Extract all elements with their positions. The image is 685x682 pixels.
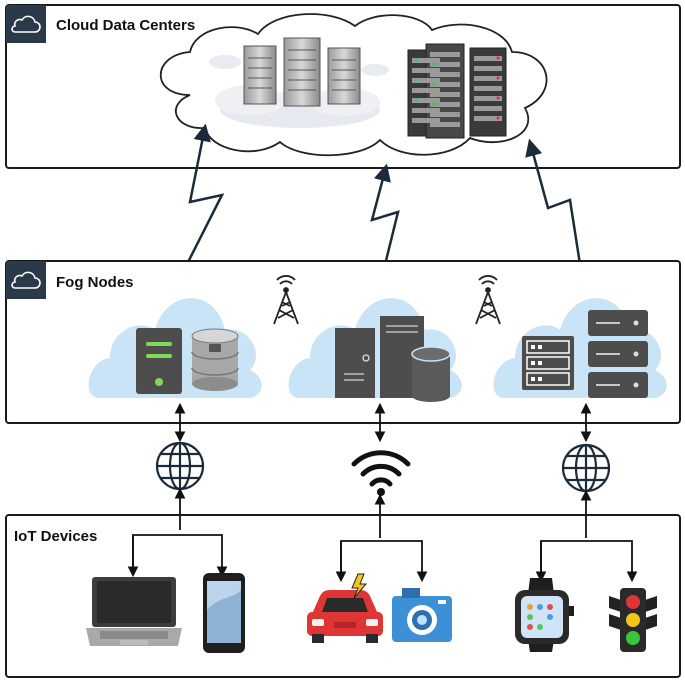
database-icon — [191, 328, 239, 391]
fog-node-rack-servers — [493, 298, 667, 399]
cloud-fog-link-middle — [370, 163, 400, 281]
cloud-tier-cloud-icon — [6, 5, 46, 43]
database-icon — [380, 316, 451, 402]
fog-node-server-database — [88, 298, 262, 399]
cloud-tier-panel: Cloud Data Centers — [5, 4, 681, 169]
smartphone-icon — [203, 573, 245, 653]
access-iot-links — [127, 487, 638, 583]
fog-tier-title: Fog Nodes — [56, 274, 134, 291]
server-stack-icon — [588, 310, 648, 398]
cloud-fog-links — [178, 123, 589, 282]
fog-tier-cloud-icon — [6, 261, 46, 299]
antenna-tower-icon — [475, 275, 501, 325]
cloud-rack-server-icon — [407, 43, 507, 139]
fog-node-pc-database — [288, 298, 462, 402]
antenna-tower-icon — [273, 275, 299, 325]
cloud-server-cluster-icon — [209, 37, 389, 128]
wifi-icon — [351, 450, 411, 496]
cloud-tier-title: Cloud Data Centers — [56, 17, 195, 34]
iot-tier-panel: IoT Devices — [5, 514, 681, 678]
globe-icon — [561, 443, 611, 493]
traffic-light-icon — [609, 588, 657, 652]
rack-server-icon — [522, 336, 574, 390]
globe-icon — [155, 441, 205, 491]
fog-access-links — [174, 402, 592, 443]
laptop-icon — [86, 577, 182, 646]
server-tower-icon — [136, 328, 182, 394]
cloud-fog-link-right — [525, 138, 589, 281]
desktop-tower-icon — [335, 328, 375, 398]
iot-tier-title: IoT Devices — [14, 528, 97, 545]
electric-car-icon — [307, 573, 383, 643]
fog-tier-panel: Fog Nodes — [5, 260, 681, 424]
smartwatch-icon — [515, 578, 574, 652]
camera-icon — [392, 588, 452, 642]
cloud-fog-link-left — [178, 123, 225, 282]
